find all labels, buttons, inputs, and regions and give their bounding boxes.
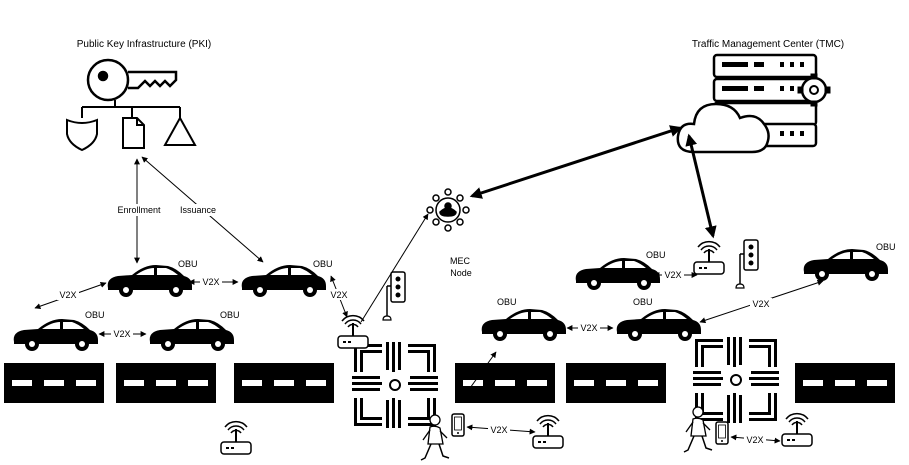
tmc-rsu-arrow	[685, 133, 717, 239]
roadside-unit-icon	[220, 420, 252, 455]
car-icon	[803, 249, 888, 281]
tmc-title: Traffic Management Center (TMC)	[692, 39, 844, 50]
roadside-unit-icon	[532, 414, 564, 449]
road-segment	[566, 363, 666, 403]
obu-label: OBU	[497, 297, 517, 307]
v2x-label: V2X	[664, 270, 681, 280]
mec-label-line1: MEC	[450, 256, 471, 266]
car-icon	[107, 265, 192, 297]
v2x-label: V2X	[490, 425, 507, 435]
tmc-mec-arrow	[469, 125, 683, 199]
car-icon	[13, 319, 98, 351]
traffic-light-icon	[382, 271, 406, 321]
v2x-label: V2X	[746, 435, 763, 445]
v2x-label: V2X	[202, 277, 219, 287]
obu-label: OBU	[633, 297, 653, 307]
crossroad-car-arrow	[464, 351, 497, 396]
enrollment-label: Enrollment	[117, 205, 161, 215]
pedestrian-icon	[420, 414, 450, 461]
crossroad-icon	[351, 341, 439, 429]
roadside-unit-icon	[781, 412, 813, 447]
roadside-unit-icon	[337, 314, 369, 349]
v2x-label: V2X	[113, 329, 130, 339]
mec-label-line2: Node	[450, 268, 472, 278]
pki-hierarchy-tree	[81, 100, 181, 118]
car-icon	[575, 258, 660, 290]
issuance-label: Issuance	[180, 205, 216, 215]
v2x-label: V2X	[330, 290, 347, 300]
car-icon	[241, 265, 326, 297]
traffic-light-icon	[735, 239, 759, 289]
crossroad-icon	[692, 336, 780, 424]
certificate-document-icon	[122, 117, 145, 149]
road-segment	[795, 363, 895, 403]
obu-label: OBU	[313, 259, 333, 269]
roadside-unit-icon	[693, 240, 725, 275]
obu-label: OBU	[876, 242, 896, 252]
v2x-label: V2X	[59, 290, 76, 300]
v2x-label: V2X	[752, 299, 769, 309]
mec-node-icon	[426, 188, 470, 232]
road-segment	[4, 363, 104, 403]
v2x-label: V2X	[580, 323, 597, 333]
smartphone-icon	[451, 413, 465, 437]
road-segment	[234, 363, 334, 403]
road-segment	[455, 363, 555, 403]
road-segment	[116, 363, 216, 403]
key-icon	[86, 58, 178, 102]
car-icon	[481, 309, 566, 341]
pki-title: Public Key Infrastructure (PKI)	[77, 39, 212, 50]
obu-label: OBU	[220, 310, 240, 320]
obu-label: OBU	[646, 250, 666, 260]
car-icon	[149, 319, 234, 351]
obu-label: OBU	[178, 259, 198, 269]
smartphone-icon	[715, 421, 729, 445]
shield-icon	[66, 118, 98, 152]
triangle-icon	[163, 115, 197, 146]
rsu-mec-arrow	[360, 213, 429, 323]
obu-label: OBU	[85, 310, 105, 320]
car-icon	[616, 309, 701, 341]
